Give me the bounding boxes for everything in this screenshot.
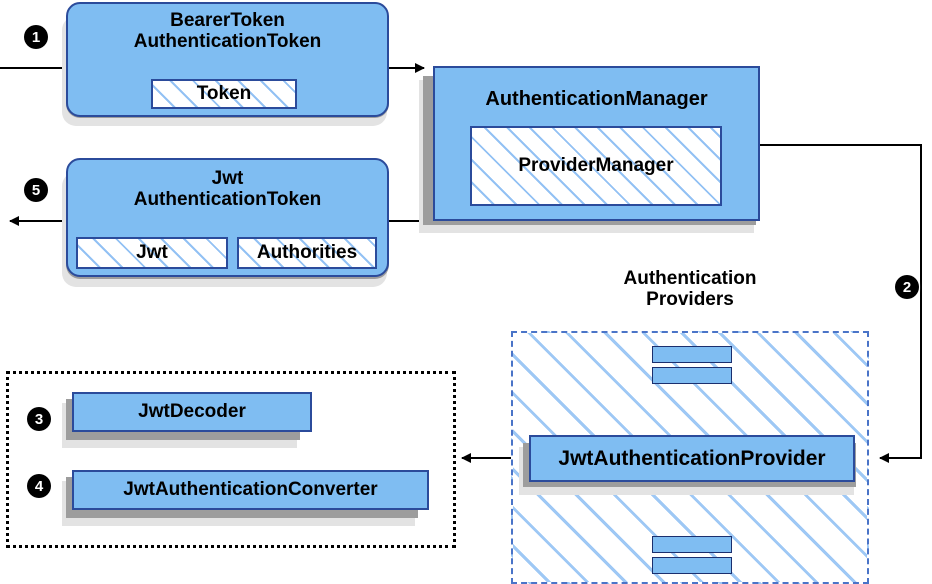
field-authorities: Authorities — [237, 237, 377, 269]
step-badge-1-number: 1 — [31, 28, 41, 46]
field-provider-manager: ProviderManager — [470, 126, 722, 206]
provider-stack-bar-top-1 — [652, 346, 732, 363]
node-authentication-manager-label: AuthenticationManager — [485, 88, 708, 110]
field-token: Token — [151, 79, 297, 109]
step-badge-5-number: 5 — [31, 181, 41, 199]
field-jwt: Jwt — [76, 237, 228, 269]
node-jwt-authentication-provider-label: JwtAuthenticationProvider — [558, 446, 826, 470]
node-jwt-authentication-provider[interactable]: JwtAuthenticationProvider — [529, 435, 855, 482]
provider-stack-bar-top-2 — [652, 367, 732, 384]
provider-stack-bar-bottom-1 — [652, 536, 732, 553]
authentication-providers-title: Authentication Providers — [623, 268, 757, 311]
node-jwt-decoder[interactable]: JwtDecoder — [72, 392, 312, 432]
step-badge-1: 1 — [24, 25, 48, 49]
node-jwt-decoder-label: JwtDecoder — [138, 401, 246, 423]
step-badge-4-number: 4 — [34, 477, 44, 495]
step-badge-3-number: 3 — [34, 410, 44, 428]
provider-stack-bar-bottom-2 — [652, 557, 732, 574]
field-authorities-label: Authorities — [256, 242, 358, 263]
node-jwt-authentication-converter-label: JwtAuthenticationConverter — [123, 479, 378, 501]
step-badge-4: 4 — [27, 474, 51, 498]
step-badge-5: 5 — [24, 178, 48, 202]
step-badge-3: 3 — [27, 407, 51, 431]
node-bearer-token-authentication-token[interactable]: BearerToken AuthenticationToken — [66, 2, 389, 117]
step-badge-2: 2 — [895, 275, 919, 299]
node-jwt-authentication-token-label: Jwt AuthenticationToken — [133, 168, 322, 211]
step-badge-2-number: 2 — [902, 278, 912, 296]
node-bearer-token-label: BearerToken AuthenticationToken — [133, 10, 322, 53]
node-jwt-authentication-converter[interactable]: JwtAuthenticationConverter — [72, 470, 429, 510]
field-provider-manager-label: ProviderManager — [518, 155, 674, 176]
field-token-label: Token — [196, 83, 252, 104]
field-jwt-label: Jwt — [136, 242, 168, 263]
jwt-support-region — [6, 371, 456, 548]
